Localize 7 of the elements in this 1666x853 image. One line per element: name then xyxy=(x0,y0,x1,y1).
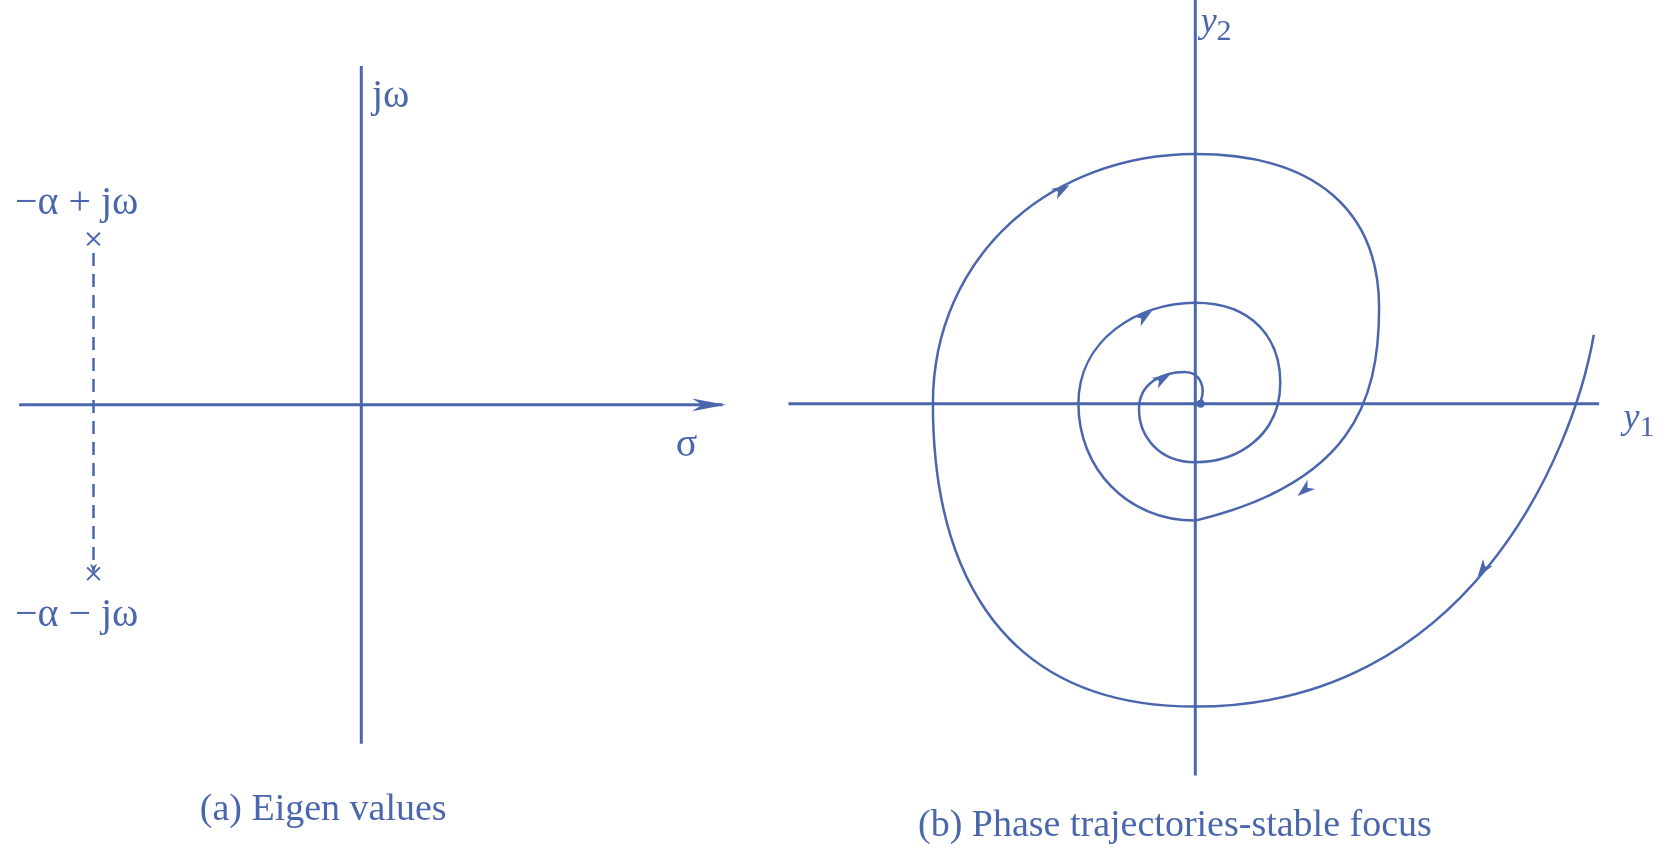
axis-label: σ xyxy=(675,422,698,463)
figure-caption: (a) Eigen values xyxy=(199,788,447,827)
axis-label: y$_{2}$ xyxy=(1200,2,1232,46)
figure-caption: (b) Phase trajectories-stable focus xyxy=(918,804,1432,843)
axis-label: −α + jω xyxy=(14,180,139,221)
axis-label: −α − jω xyxy=(14,592,139,633)
axis-label: jω xyxy=(371,74,410,115)
